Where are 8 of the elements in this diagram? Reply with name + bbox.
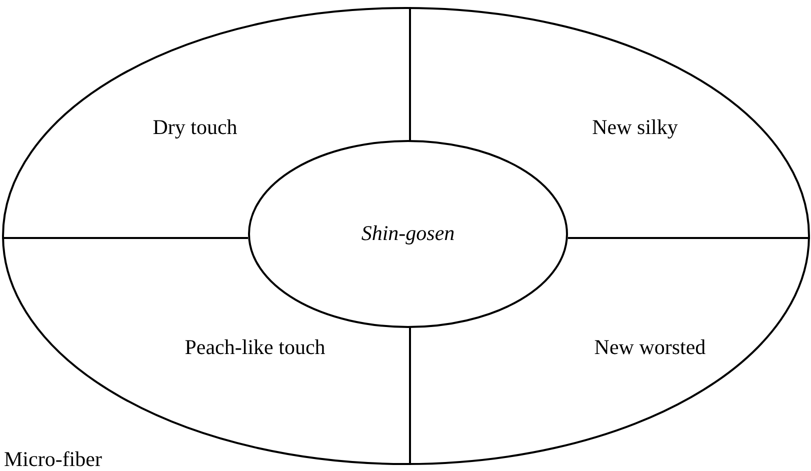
- note-text: Micro-fiber: [4, 446, 102, 471]
- quadrant-text: Peach-like touch: [184, 334, 326, 362]
- center-label: Shin-gosen: [361, 220, 455, 248]
- quadrant-text: New worsted: [594, 334, 706, 362]
- ellipse: [2, 7, 810, 465]
- ellipse: [248, 140, 568, 328]
- quadrant-text: Dry touch: [152, 114, 238, 142]
- quadrant-text: New silky: [592, 114, 678, 142]
